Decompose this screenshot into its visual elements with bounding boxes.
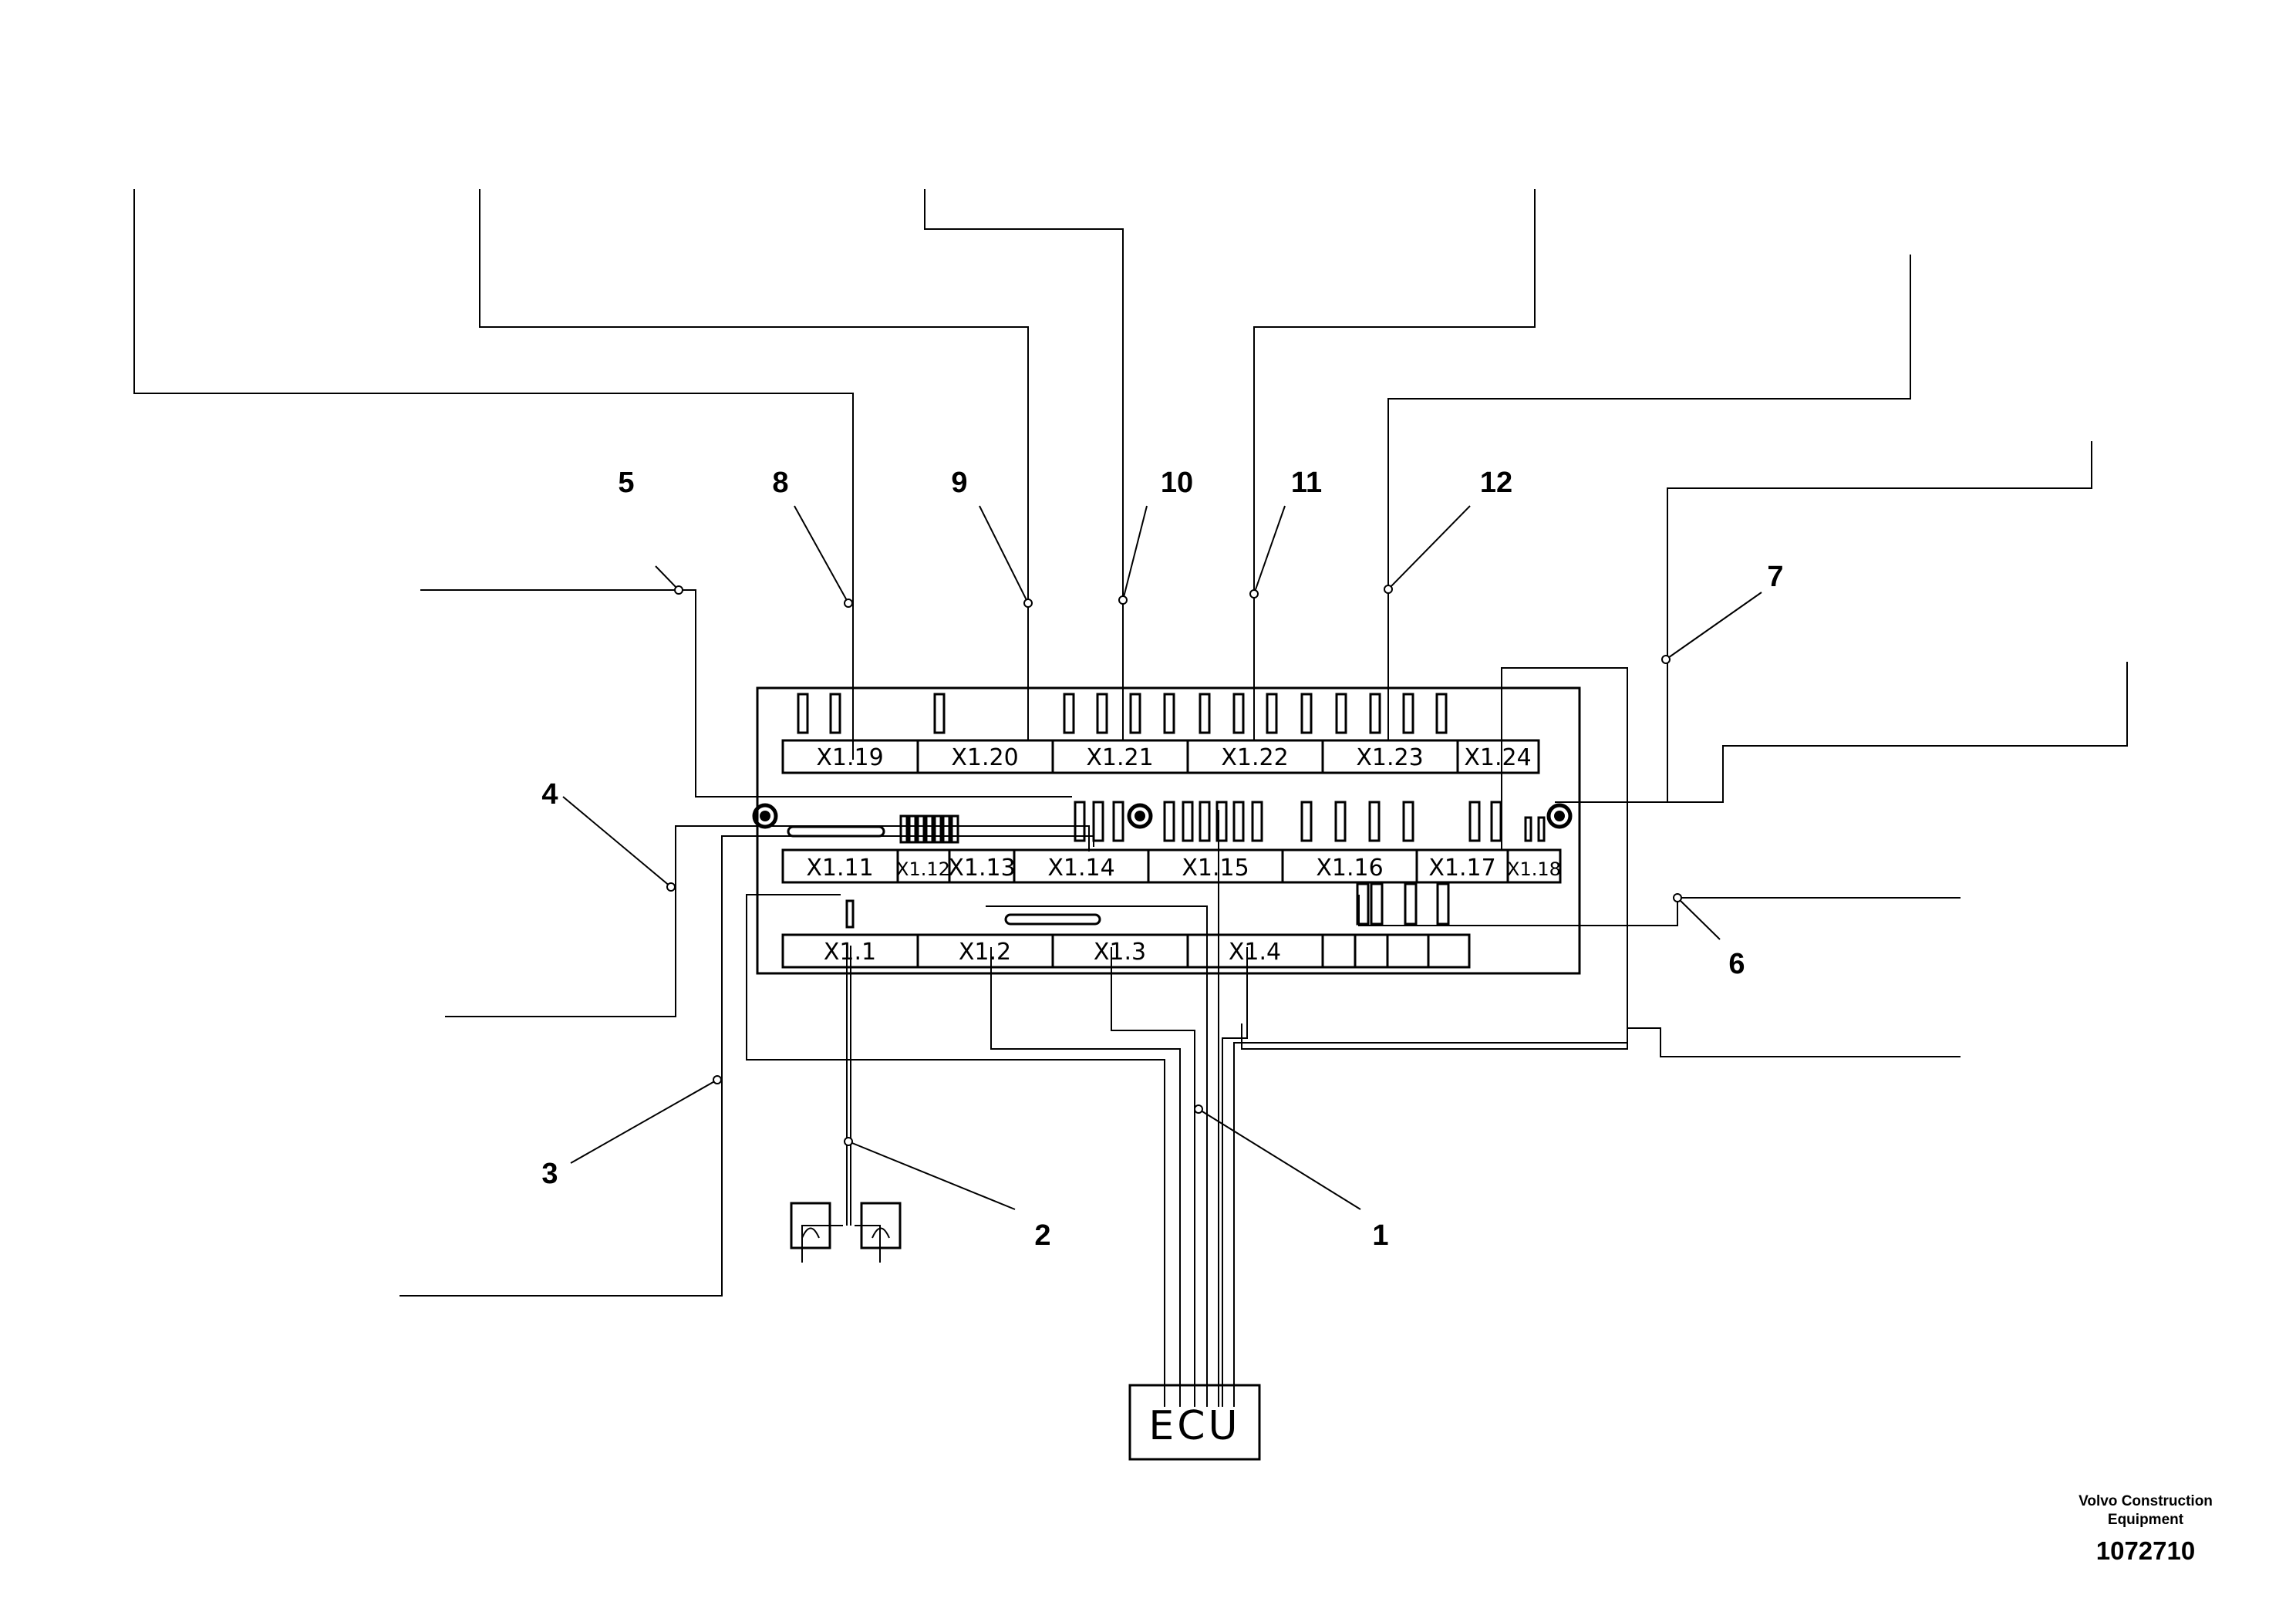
connector-blank-2 — [1354, 933, 1389, 969]
label-x1-18: X1.18 — [1507, 858, 1561, 880]
callout-4: 4 — [541, 778, 558, 811]
callout-1: 1 — [1372, 1219, 1388, 1252]
callout-9: 9 — [951, 467, 967, 499]
label-x1-13: X1.13 — [948, 855, 1015, 882]
callout-11: 11 — [1291, 467, 1322, 499]
bottom-connector-row: X1.1 X1.2 X1.3 X1.4 — [781, 933, 1471, 969]
connector-x1-24 — [1456, 739, 1540, 774]
middle-fuse-row — [787, 801, 1546, 844]
label-x1-15: X1.15 — [1182, 855, 1249, 882]
callout-leaders — [562, 505, 1762, 1210]
sensor-right-icon — [860, 1202, 902, 1249]
central-electric-module: X1.19 X1.20 X1.21 X1.22 X1.23 X1.24 — [752, 686, 1581, 975]
mounting-screws — [752, 803, 1573, 829]
screw-left-icon — [752, 803, 778, 829]
callout-3: 3 — [541, 1158, 558, 1190]
label-x1-14: X1.14 — [1047, 855, 1114, 882]
ecu-harness-wires — [746, 810, 1248, 1407]
middle-connector-row: X1.11 X1.12 X1.13 X1.14 X1.15 X1.16 X1.1… — [781, 848, 1562, 884]
connector-x1-18 — [1506, 848, 1562, 884]
callout-7: 7 — [1767, 561, 1783, 593]
label-x1-17: X1.17 — [1428, 855, 1495, 882]
screw-right-icon — [1546, 803, 1573, 829]
ecu-unit: ECU — [1128, 1384, 1261, 1461]
label-x1-21: X1.21 — [1086, 744, 1153, 771]
screw-center-icon — [1127, 803, 1153, 829]
label-x1-23: X1.23 — [1356, 744, 1423, 771]
callout-12: 12 — [1480, 467, 1512, 499]
label-x1-12: X1.12 — [896, 858, 950, 880]
callout-numbers: 1 2 3 4 5 6 7 8 9 10 11 12 — [541, 467, 1783, 1252]
sensor-boxes — [790, 1202, 902, 1249]
label-x1-20: X1.20 — [951, 744, 1018, 771]
label-x1-24: X1.24 — [1464, 744, 1531, 771]
connector-blank-4 — [1427, 933, 1471, 969]
label-x1-19: X1.19 — [816, 744, 883, 771]
label-x1-16: X1.16 — [1316, 855, 1383, 882]
module-outline — [756, 686, 1581, 975]
label-x1-1: X1.1 — [824, 939, 876, 966]
callout-6: 6 — [1728, 948, 1745, 980]
callout-8: 8 — [772, 467, 788, 499]
upper-harness-wires — [133, 189, 2128, 1407]
top-fuse-row — [797, 693, 1448, 734]
label-x1-11: X1.11 — [806, 855, 873, 882]
company-name-line1: Volvo Construction — [2079, 1493, 2213, 1509]
ecu-label: ECU — [1148, 1403, 1240, 1449]
label-x1-3: X1.3 — [1094, 939, 1146, 966]
callout-10: 10 — [1161, 467, 1193, 499]
sensor-left-icon — [790, 1202, 831, 1249]
label-x1-4: X1.4 — [1229, 939, 1281, 966]
drawing-number: 1072710 — [2096, 1536, 2195, 1565]
callout-2: 2 — [1034, 1219, 1050, 1252]
lower-fuse-row — [845, 882, 1450, 929]
label-x1-2: X1.2 — [959, 939, 1011, 966]
connector-blank-1 — [1321, 933, 1357, 969]
drawing-footer: Volvo Construction Equipment 1072710 — [2079, 1493, 2213, 1565]
callout-5: 5 — [618, 467, 634, 499]
company-name-line2: Equipment — [2108, 1512, 2184, 1528]
top-connector-row: X1.19 X1.20 X1.21 X1.22 X1.23 X1.24 — [781, 739, 1540, 774]
label-x1-22: X1.22 — [1221, 744, 1288, 771]
connector-blank-3 — [1386, 933, 1430, 969]
ecu-box — [1128, 1384, 1261, 1461]
